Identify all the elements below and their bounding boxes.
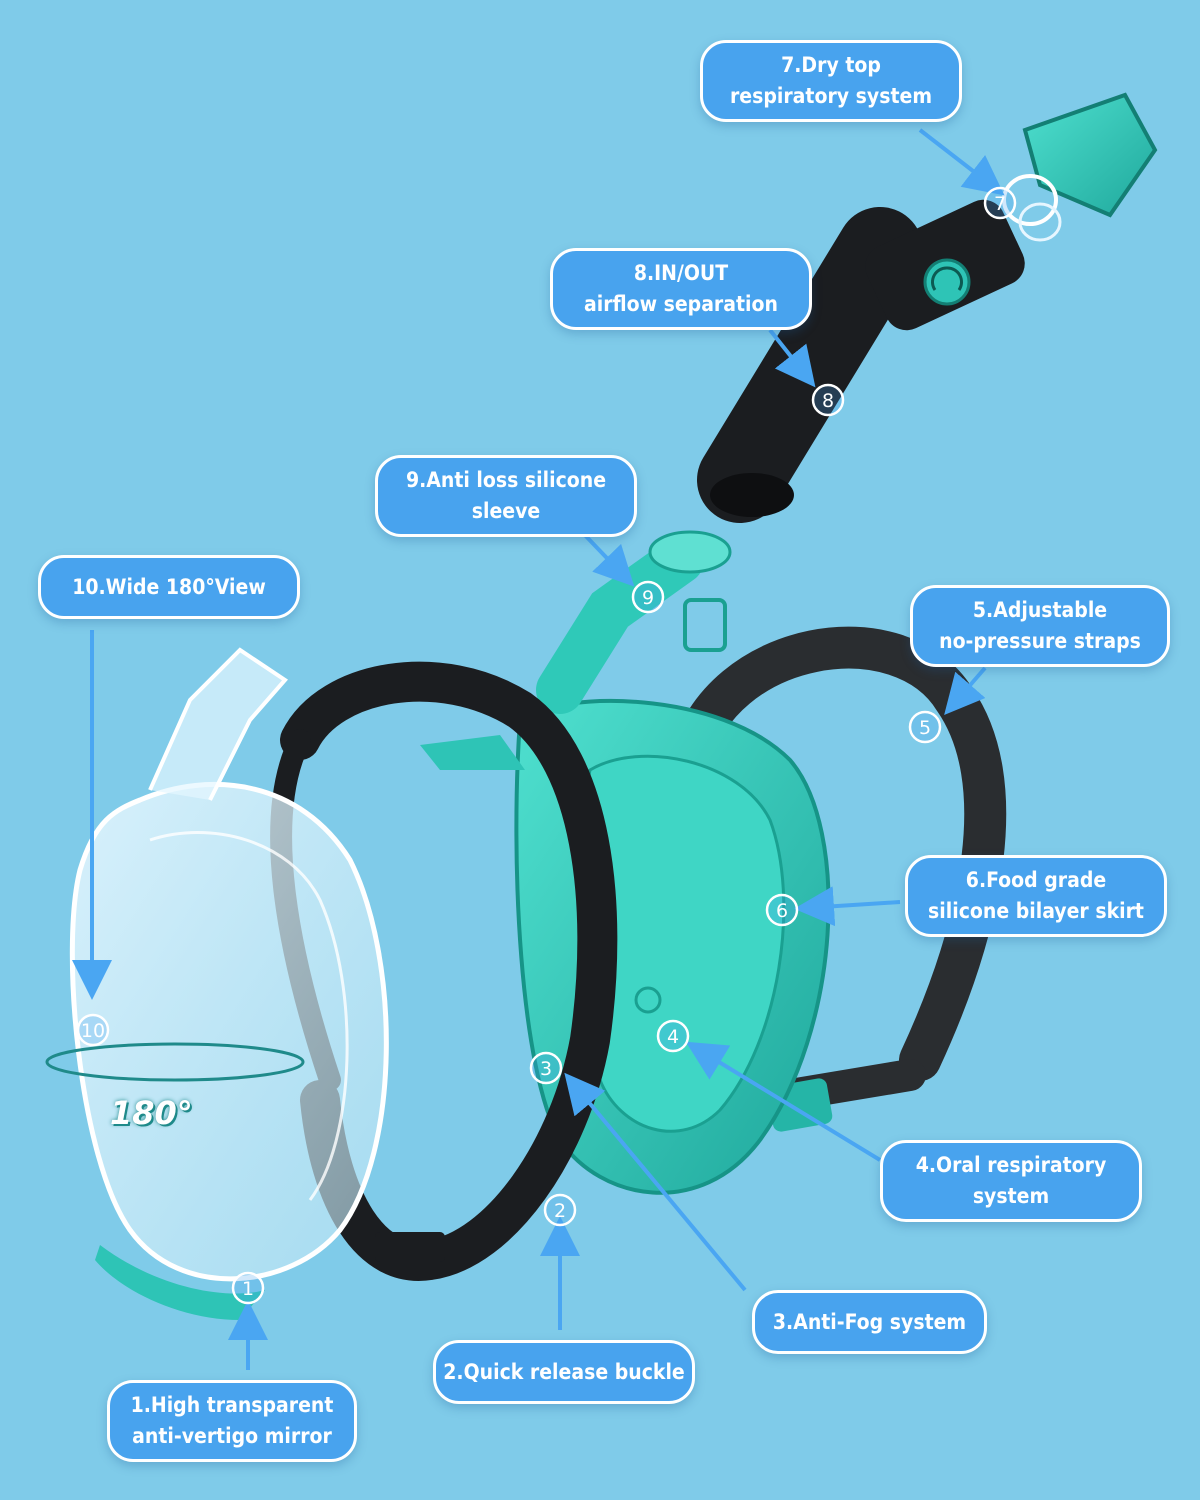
marker-10: 10 [76,1013,110,1047]
view-angle-label: 180° [110,1094,193,1132]
clear-lens [45,647,389,1320]
marker-4: 4 [656,1019,690,1053]
marker-label: 5 [919,717,931,739]
callout-line: 3.Anti-Fog system [772,1309,967,1334]
callout-dry-top-system: 7.Dry top respiratory system [700,40,962,122]
callout-line: 6.Food grade [965,868,1107,892]
callout-line: 4.Oral respiratory [915,1153,1107,1177]
marker-1: 1 [231,1271,265,1305]
marker-2: 2 [543,1193,577,1227]
marker-3: 3 [529,1051,563,1085]
marker-label: 3 [540,1058,552,1080]
marker-6: 6 [765,893,799,927]
callout-text: 10.Wide 180°View [72,572,266,603]
marker-label: 4 [667,1026,679,1048]
callout-line: sleeve [471,499,541,523]
callout-text: 3.Anti-Fog system [773,1307,966,1338]
leader-arrows [72,128,1005,1370]
marker-8: 8 [811,383,845,417]
callout-high-transparent-mirror: 1.High transparent anti-vertigo mirror [107,1380,357,1462]
callout-line: anti-vertigo mirror [132,1424,332,1448]
callout-line: system [972,1184,1050,1208]
callout-anti-fog-system: 3.Anti-Fog system [752,1290,987,1354]
callout-line: 8.IN/OUT [633,261,729,285]
dry-top-cap [1002,92,1158,242]
callout-line: 7.Dry top [781,53,881,77]
callout-line: no-pressure straps [939,629,1141,653]
callout-line: 9.Anti loss silicone [405,468,607,492]
callout-silicone-skirt: 6.Food grade silicone bilayer skirt [905,855,1167,937]
marker-label: 10 [81,1020,105,1042]
marker-9: 9 [631,580,665,614]
callout-line: airflow separation [584,292,778,316]
callout-text: 4.Oral respiratory system [916,1150,1107,1212]
marker-7: 7 [983,186,1017,220]
marker-label: 8 [822,390,834,412]
marker-label: 7 [994,193,1006,215]
callout-text: 8.IN/OUT airflow separation [584,258,778,320]
marker-5: 5 [908,710,942,744]
marker-label: 2 [554,1200,566,1222]
callout-text: 1.High transparent anti-vertigo mirror [131,1390,334,1452]
callout-text: 7.Dry top respiratory system [730,50,932,112]
callout-line: 5.Adjustable [972,598,1108,622]
marker-label: 9 [642,587,654,609]
callout-anti-loss-sleeve: 9.Anti loss silicone sleeve [375,455,637,537]
snorkel-neck [536,530,732,714]
callout-text: 5.Adjustable no-pressure straps [939,595,1141,657]
callout-text: 6.Food grade silicone bilayer skirt [928,865,1144,927]
callout-quick-release-buckle: 2.Quick release buckle [433,1340,695,1404]
callout-line: respiratory system [729,84,933,108]
callout-line: 1.High transparent [130,1393,334,1417]
callout-oral-respiratory-system: 4.Oral respiratory system [880,1140,1142,1222]
marker-label: 6 [776,900,788,922]
callout-adjustable-straps: 5.Adjustable no-pressure straps [910,585,1170,667]
callout-wide-view: 10.Wide 180°View [38,555,300,619]
callout-inout-airflow: 8.IN/OUT airflow separation [550,248,812,330]
callout-line: 10.Wide 180°View [72,574,266,599]
callout-line: silicone bilayer skirt [928,899,1144,923]
callout-text: 9.Anti loss silicone sleeve [406,465,606,527]
marker-label: 1 [242,1278,254,1300]
callout-text: 2.Quick release buckle [443,1357,684,1388]
callout-line: 2.Quick release buckle [443,1359,685,1384]
